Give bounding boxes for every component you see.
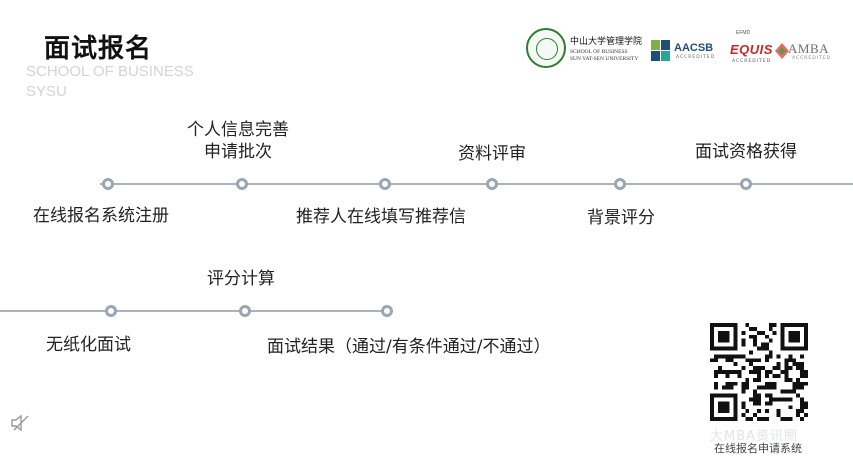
timeline-node	[102, 178, 114, 190]
step-label-interview-result: 面试结果（通过/有条件通过/不通过）	[267, 337, 551, 357]
timeline-row2-line	[0, 310, 390, 312]
aacsb-emblem-icon	[651, 40, 671, 62]
equis-efmd: EFMD	[736, 30, 751, 36]
qr-code-icon[interactable]	[710, 323, 808, 421]
step-label-paperless-interview: 无纸化面试	[46, 335, 131, 355]
step-label-review: 资料评审	[458, 144, 526, 164]
timeline-node	[381, 305, 393, 317]
page-title: 面试报名	[44, 34, 153, 64]
equis-accredited: ACCREDITED	[732, 59, 772, 64]
aacsb-logo-text: AACSB	[674, 42, 714, 54]
aacsb-accredited: ACCREDITED	[676, 55, 716, 60]
step-label-register: 在线报名系统注册	[33, 206, 169, 226]
qr-caption: 在线报名申请系统	[714, 442, 802, 455]
university-name-en-line-2: SUN YAT-SEN UNIVERSITY	[570, 56, 639, 62]
timeline-node	[236, 178, 248, 190]
university-seal-icon	[526, 28, 566, 68]
timeline-node	[486, 178, 498, 190]
speaker-muted-icon[interactable]	[10, 414, 32, 432]
accreditation-logos: 中山大学管理学院 SCHOOL OF BUSINESS SUN YAT-SEN …	[526, 28, 831, 73]
timeline-node	[239, 305, 251, 317]
timeline-node	[614, 178, 626, 190]
university-name-en-line-1: SCHOOL OF BUSINESS	[570, 49, 628, 55]
step-label-interview-qualified: 面试资格获得	[695, 142, 797, 162]
university-name-en: SCHOOL OF BUSINESS SUN YAT-SEN UNIVERSIT…	[570, 49, 638, 63]
timeline-node	[379, 178, 391, 190]
equis-logo-text: EQUIS	[730, 42, 773, 57]
timeline-node	[105, 305, 117, 317]
timeline-row1-line	[100, 183, 853, 185]
timeline-node	[740, 178, 752, 190]
watermark-line-2: SYSU	[26, 83, 67, 100]
step-label-scoring: 背景评分	[587, 208, 655, 228]
step-label-recommendation: 推荐人在线填写推荐信	[296, 207, 466, 227]
amba-accredited: ACCREDITED	[792, 56, 832, 61]
amba-logo-text: AMBA	[788, 41, 830, 56]
watermark: SCHOOL OF BUSINESS SYSU	[26, 62, 194, 102]
step-label-score-calc: 评分计算	[207, 269, 275, 289]
amba-emblem-icon	[775, 43, 789, 59]
watermark-line-1: SCHOOL OF BUSINESS	[26, 63, 194, 80]
qr-ghost-caption: 大MBA资讯圈	[710, 429, 799, 444]
step-label-personal-info: 个人信息完善 申请批次	[187, 120, 289, 162]
university-name-cn: 中山大学管理学院	[570, 37, 643, 47]
